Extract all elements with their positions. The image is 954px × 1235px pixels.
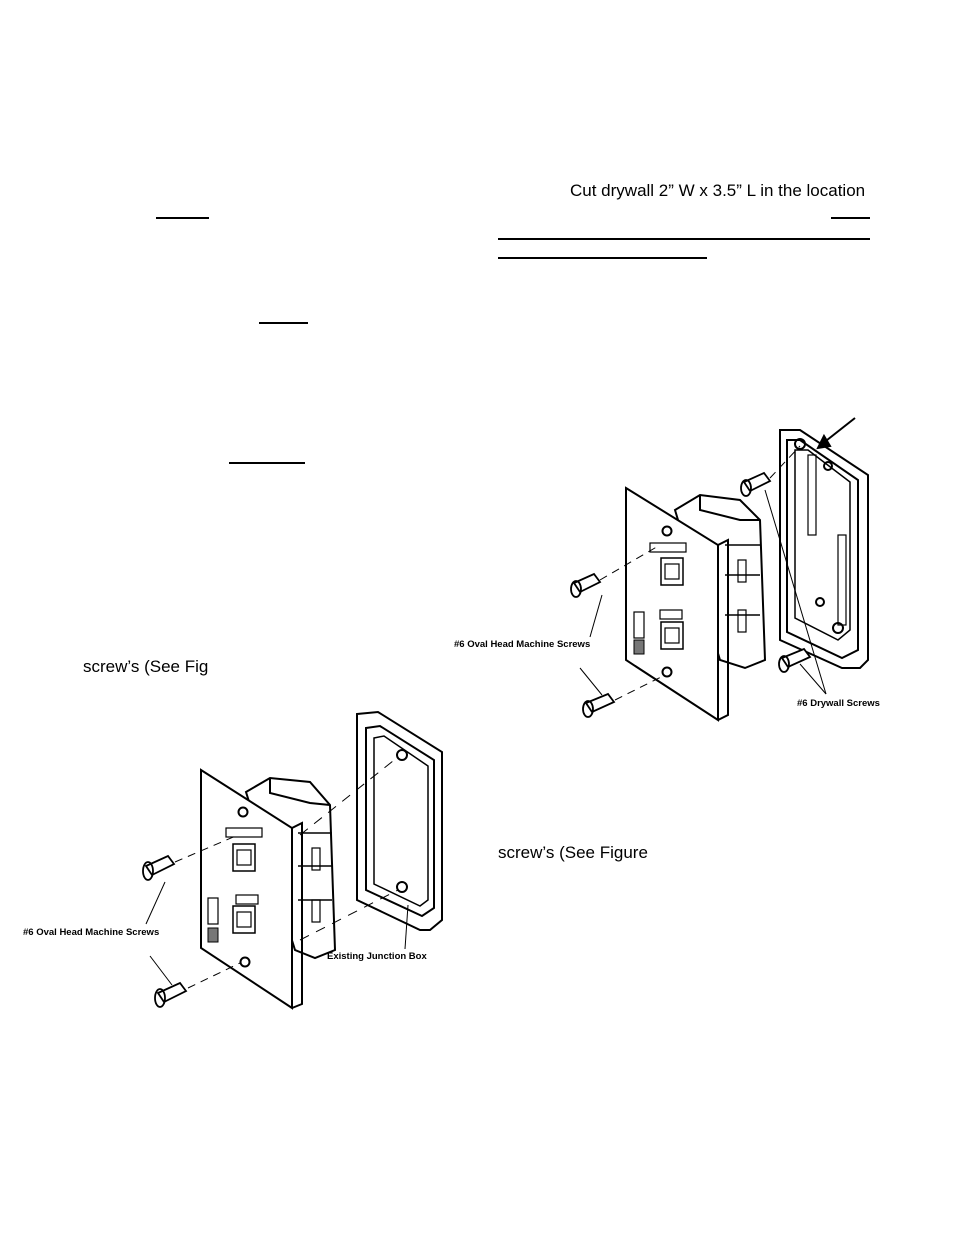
mounting-bracket (779, 429, 869, 669)
junction-box-frame (356, 710, 443, 931)
underline-rule (156, 217, 209, 219)
wall-plate (625, 486, 729, 722)
old-work-machine-screws-label: #6 Oval Head Machine Screws (23, 927, 160, 938)
drywall-screws-label: #6 Drywall Screws (797, 698, 880, 709)
left-screws-reference: screw’s (See Fig (83, 657, 209, 676)
machine-screw-icon (142, 854, 176, 881)
drywall-cut-instruction: Cut drywall 2” W x 3.5” L in the locatio… (570, 181, 866, 200)
underline-rule (831, 217, 870, 219)
bracket-arrow (816, 417, 856, 450)
machine-screw-icon (570, 572, 602, 598)
new-work-figure (570, 417, 869, 722)
machine-screw-icon (154, 981, 188, 1008)
leader-lines (579, 445, 827, 701)
leader-lines (145, 756, 409, 989)
new-work-machine-screws-label: #6 Oval Head Machine Screws (454, 639, 591, 650)
junction-box-label: Existing Junction Box (327, 951, 427, 962)
wall-plate (200, 768, 303, 1010)
underline-rule (259, 322, 308, 324)
underline-rule (498, 238, 870, 240)
underline-rule (498, 257, 707, 259)
drywall-screw-icon (740, 471, 772, 497)
drywall-screw-icon (778, 647, 812, 673)
right-screws-reference: screw’s (See Figure (498, 843, 648, 862)
machine-screw-icon (582, 692, 616, 718)
underline-rule (229, 462, 305, 464)
old-work-figure (142, 710, 443, 1010)
